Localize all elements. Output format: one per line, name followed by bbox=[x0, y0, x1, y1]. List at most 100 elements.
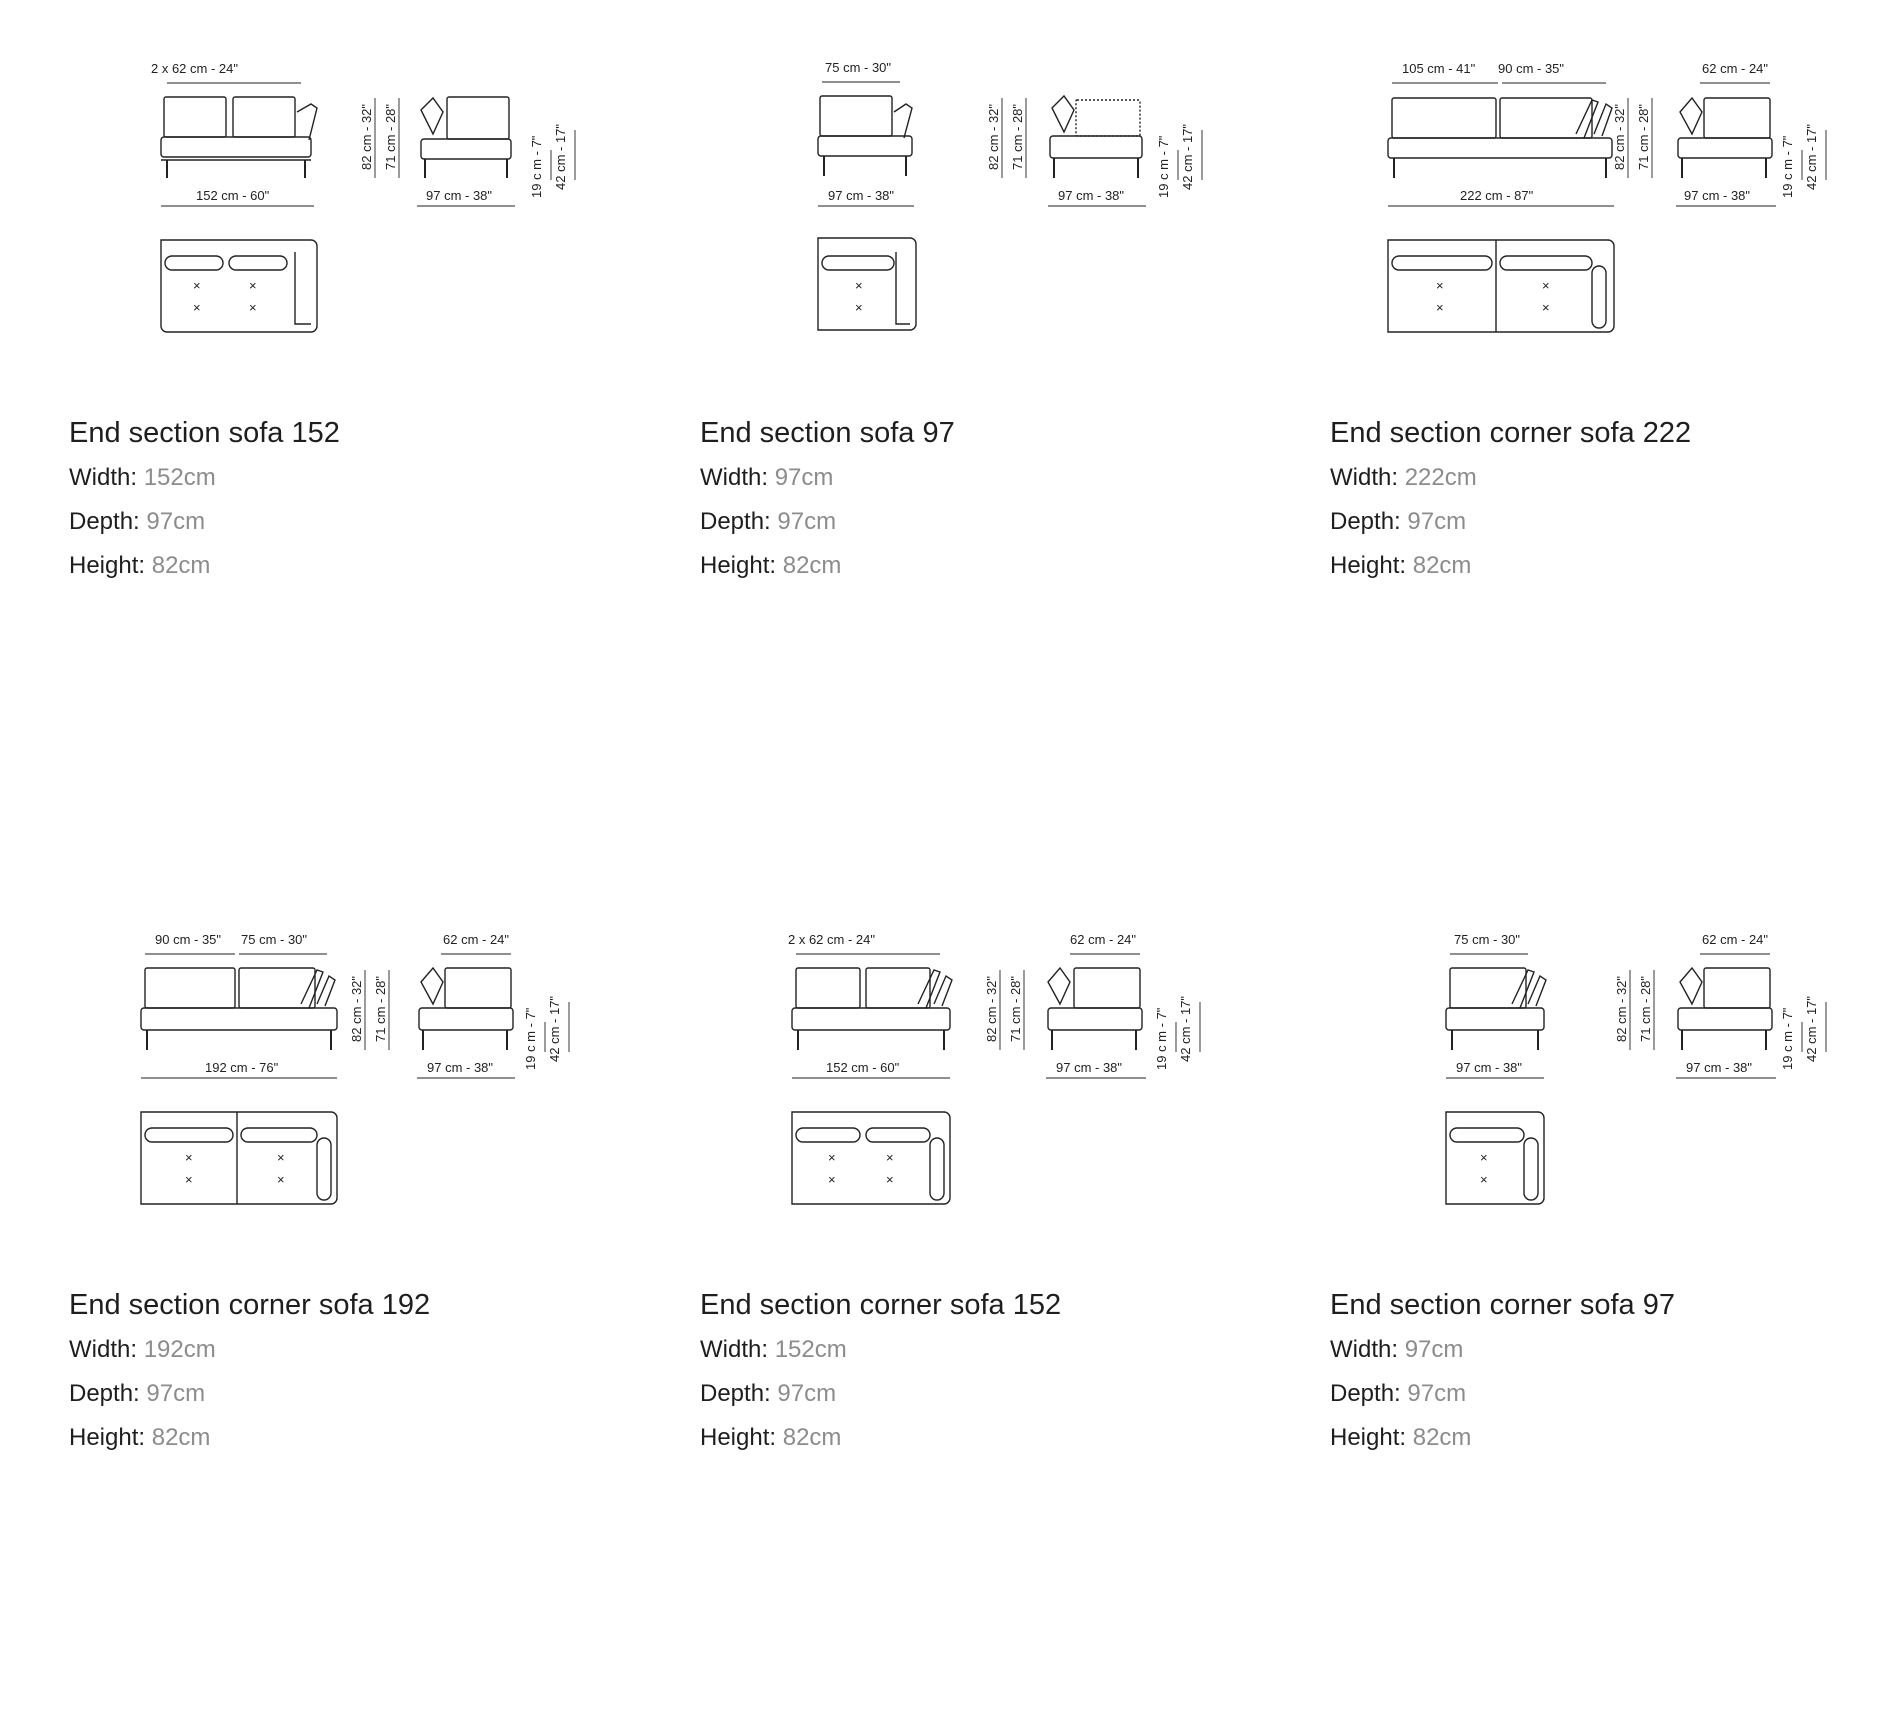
svg-text:×: × bbox=[185, 1150, 193, 1165]
technical-drawing: 2 x 62 cm - 24" 152 cm - 60" 82 cm - 32"… bbox=[69, 0, 689, 380]
svg-text:×: × bbox=[1480, 1172, 1488, 1187]
dim-seg-1: 105 cm - 41" bbox=[1402, 61, 1476, 76]
svg-text:×: × bbox=[1436, 278, 1444, 293]
svg-text:×: × bbox=[828, 1150, 836, 1165]
spec-value: 97cm bbox=[146, 508, 206, 535]
spec-label: Height: bbox=[69, 1424, 146, 1451]
dim-seat-height: 19 c m - 7" bbox=[529, 135, 544, 198]
spec-label: Depth: bbox=[700, 508, 771, 535]
spec-value: 97cm bbox=[777, 508, 837, 535]
spec-label: Width: bbox=[1330, 464, 1399, 491]
product-title: End section corner sofa 222 bbox=[1330, 417, 1692, 449]
dim-height-total: 82 cm - 32" bbox=[984, 976, 999, 1042]
spec-value: 82cm bbox=[151, 1424, 211, 1451]
spec-label: Depth: bbox=[1330, 508, 1401, 535]
dim-seg-2: 90 cm - 35" bbox=[1498, 61, 1564, 76]
spec-value: 97cm bbox=[146, 1380, 206, 1407]
dim-seat-width: 75 cm - 30" bbox=[1454, 932, 1520, 947]
svg-text:×: × bbox=[193, 300, 201, 315]
dim-seat-total: 42 cm - 17" bbox=[553, 124, 568, 190]
dim-seg-1: 90 cm - 35" bbox=[155, 932, 221, 947]
svg-text:×: × bbox=[1480, 1150, 1488, 1165]
spec-value: 97cm bbox=[1404, 1336, 1464, 1363]
product-title: End section sofa 97 bbox=[700, 417, 955, 449]
product-card: 75 cm - 30" 97 cm - 38" 82 cm - 32" 71 c… bbox=[700, 0, 1320, 860]
spec-value: 192cm bbox=[143, 1336, 216, 1363]
product-info: End section sofa 152 Width: 152cm Depth:… bbox=[69, 415, 340, 595]
spec-depth: Depth: 97cm bbox=[1330, 1379, 1675, 1409]
dim-height-back: 71 cm - 28" bbox=[383, 104, 398, 170]
dim-side-seg: 62 cm - 24" bbox=[1702, 932, 1768, 947]
dim-side-seg: 62 cm - 24" bbox=[1070, 932, 1136, 947]
spec-value: 97cm bbox=[1407, 1380, 1467, 1407]
svg-text:×: × bbox=[886, 1172, 894, 1187]
spec-height: Height: 82cm bbox=[700, 1423, 1061, 1453]
spec-label: Depth: bbox=[700, 1380, 771, 1407]
spec-label: Width: bbox=[700, 1336, 769, 1363]
dim-seat-total: 42 cm - 17" bbox=[1804, 124, 1819, 190]
sofa-diagram: 90 cm - 35" 75 cm - 30" 192 cm - 76" 82 … bbox=[140, 932, 570, 1205]
dim-height-total: 82 cm - 32" bbox=[349, 976, 364, 1042]
spec-value: 222cm bbox=[1404, 464, 1477, 491]
technical-drawing: 75 cm - 30" 97 cm - 38" 82 cm - 32" 71 c… bbox=[700, 0, 1320, 380]
spec-depth: Depth: 97cm bbox=[1330, 507, 1691, 537]
spec-width: Width: 97cm bbox=[700, 463, 955, 493]
product-title: End section corner sofa 152 bbox=[700, 1289, 1062, 1321]
svg-text:×: × bbox=[1542, 300, 1550, 315]
spec-value: 82cm bbox=[782, 1424, 842, 1451]
spec-value: 152cm bbox=[143, 464, 216, 491]
sofa-diagram: 75 cm - 30" 97 cm - 38" 82 cm - 32" 71 c… bbox=[1445, 932, 1827, 1205]
dim-seat-height: 19 c m - 7" bbox=[1156, 135, 1171, 198]
dim-height-back: 71 cm - 28" bbox=[1638, 976, 1653, 1042]
sofa-diagram: 75 cm - 30" 97 cm - 38" 82 cm - 32" 71 c… bbox=[817, 60, 1203, 331]
spec-depth: Depth: 97cm bbox=[700, 507, 955, 537]
spec-label: Height: bbox=[1330, 1424, 1407, 1451]
dim-height-total: 82 cm - 32" bbox=[986, 104, 1001, 170]
svg-text:×: × bbox=[249, 300, 257, 315]
svg-text:×: × bbox=[277, 1150, 285, 1165]
dim-front-width: 222 cm - 87" bbox=[1460, 188, 1534, 203]
dim-seat-height: 19 c m - 7" bbox=[1780, 1007, 1795, 1070]
spec-value: 152cm bbox=[774, 1336, 847, 1363]
spec-width: Width: 97cm bbox=[1330, 1335, 1675, 1365]
spec-height: Height: 82cm bbox=[69, 551, 340, 581]
dim-height-total: 82 cm - 32" bbox=[1612, 104, 1627, 170]
spec-label: Height: bbox=[700, 1424, 777, 1451]
spec-width: Width: 152cm bbox=[69, 463, 340, 493]
spec-label: Depth: bbox=[1330, 1380, 1401, 1407]
dim-front-width: 97 cm - 38" bbox=[828, 188, 894, 203]
svg-text:×: × bbox=[1542, 278, 1550, 293]
spec-depth: Depth: 97cm bbox=[700, 1379, 1061, 1409]
dim-seat-total: 42 cm - 17" bbox=[547, 996, 562, 1062]
product-info: End section sofa 97 Width: 97cm Depth: 9… bbox=[700, 415, 955, 595]
dim-side-depth: 97 cm - 38" bbox=[1686, 1060, 1752, 1075]
product-title: End section sofa 152 bbox=[69, 417, 340, 449]
technical-drawing: 90 cm - 35" 75 cm - 30" 192 cm - 76" 82 … bbox=[69, 872, 689, 1252]
spec-value: 97cm bbox=[1407, 508, 1467, 535]
dim-front-width: 192 cm - 76" bbox=[205, 1060, 279, 1075]
spec-label: Width: bbox=[1330, 1336, 1399, 1363]
spec-label: Width: bbox=[69, 1336, 138, 1363]
spec-label: Height: bbox=[1330, 552, 1407, 579]
product-card: 90 cm - 35" 75 cm - 30" 192 cm - 76" 82 … bbox=[69, 872, 689, 1732]
dim-side-depth: 97 cm - 38" bbox=[1684, 188, 1750, 203]
product-card: 105 cm - 41" 90 cm - 35" 222 cm - 87" 82… bbox=[1330, 0, 1893, 860]
spec-width: Width: 192cm bbox=[69, 1335, 430, 1365]
sofa-diagram: 105 cm - 41" 90 cm - 35" 222 cm - 87" 82… bbox=[1387, 61, 1827, 333]
product-card: 75 cm - 30" 97 cm - 38" 82 cm - 32" 71 c… bbox=[1330, 872, 1893, 1732]
svg-text:×: × bbox=[886, 1150, 894, 1165]
dim-front-width: 97 cm - 38" bbox=[1456, 1060, 1522, 1075]
dim-seat-width: 2 x 62 cm - 24" bbox=[151, 61, 238, 76]
spec-height: Height: 82cm bbox=[1330, 1423, 1675, 1453]
spec-value: 97cm bbox=[774, 464, 834, 491]
dim-seat-height: 19 c m - 7" bbox=[523, 1007, 538, 1070]
technical-drawing: 75 cm - 30" 97 cm - 38" 82 cm - 32" 71 c… bbox=[1330, 872, 1893, 1252]
product-card: 2 x 62 cm - 24" 152 cm - 60" 82 cm - 32"… bbox=[700, 872, 1320, 1732]
dim-height-back: 71 cm - 28" bbox=[1010, 104, 1025, 170]
spec-depth: Depth: 97cm bbox=[69, 507, 340, 537]
dim-seat-height: 19 c m - 7" bbox=[1780, 135, 1795, 198]
spec-value: 82cm bbox=[1412, 1424, 1472, 1451]
sofa-diagram: 2 x 62 cm - 24" 152 cm - 60" 82 cm - 32"… bbox=[151, 61, 576, 333]
svg-text:×: × bbox=[249, 278, 257, 293]
spec-height: Height: 82cm bbox=[1330, 551, 1691, 581]
